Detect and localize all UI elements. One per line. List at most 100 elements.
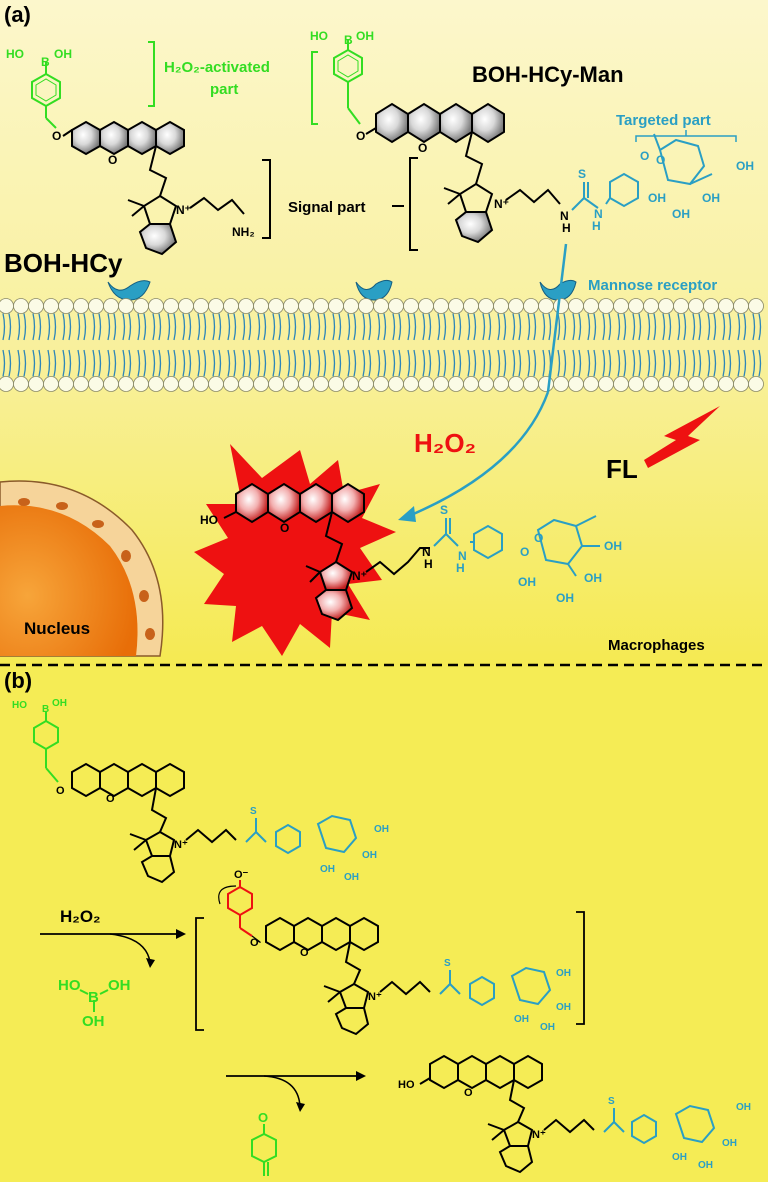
lipid-head <box>373 298 389 314</box>
lipid-head <box>13 376 29 392</box>
lipid-head <box>103 298 119 314</box>
phenol-ho-a: HO <box>200 513 218 527</box>
activated-targeting-group: S N H O O OH OH OH OH <box>433 503 622 605</box>
sugar-oh-a4: OH <box>604 539 622 553</box>
xanthene-o-a: O <box>280 521 289 535</box>
lipid-head <box>313 376 329 392</box>
boronic-b-2: B <box>344 33 353 47</box>
lipid-head <box>223 376 239 392</box>
lipid-head <box>523 376 539 392</box>
lipid-head <box>598 298 614 314</box>
lipid-head <box>688 376 704 392</box>
lipid-head <box>418 298 434 314</box>
entry-arrow-upper <box>546 243 568 393</box>
intermediate-n-plus: N⁺ <box>368 991 382 1003</box>
intermediate-oh-3: OH <box>556 1002 571 1013</box>
thiourea-n2-a: N <box>458 549 467 563</box>
boh-hcy-man-structure: HO B OH O O N⁺ N H S N H <box>310 29 754 244</box>
boric-b: B <box>88 989 99 1006</box>
panel-a-label: (a) <box>4 2 31 27</box>
lipid-head <box>343 298 359 314</box>
sugar-oh-a2: OH <box>556 591 574 605</box>
lipid-head <box>643 298 659 314</box>
intermediate-structure: O⁻ O O N⁺ S OH OH OH OH <box>218 869 571 1036</box>
lipid-head <box>718 376 734 392</box>
lipid-head <box>298 376 314 392</box>
product-oh-1: OH <box>672 1152 687 1163</box>
lipid-head <box>538 376 554 392</box>
boric-ho: HO <box>58 977 81 994</box>
lipid-head <box>718 298 734 314</box>
lipid-head <box>163 376 179 392</box>
lipid-head <box>0 376 14 392</box>
probe-start-structure: HO B OH O O N⁺ S OH OH OH OH <box>12 698 389 884</box>
probe-oh-2: OH <box>344 872 359 883</box>
xanthene-o-2: O <box>418 141 427 155</box>
ether-o-2: O <box>356 129 365 143</box>
receptor-1 <box>107 280 151 301</box>
sugar-o-glycosidic: O <box>640 149 649 163</box>
product-s: S <box>608 1096 615 1107</box>
lipid-head <box>88 376 104 392</box>
receptor-3 <box>539 279 577 301</box>
lipid-head <box>133 298 149 314</box>
probe-s: S <box>250 806 257 817</box>
lipid-head <box>118 298 134 314</box>
cell-membrane <box>0 298 764 392</box>
lipid-head <box>688 298 704 314</box>
reaction-arrowhead-1 <box>176 929 186 939</box>
lipid-head <box>328 298 344 314</box>
quinone-o: O <box>258 1110 268 1125</box>
lipid-head <box>493 376 509 392</box>
targeted-part-label: Targeted part <box>616 112 711 129</box>
lipid-head <box>388 298 404 314</box>
lipid-head <box>583 298 599 314</box>
boh-hcy-man-label: BOH-HCy-Man <box>472 62 624 87</box>
thiourea-h2: H <box>592 219 601 233</box>
lipid-head <box>223 298 239 314</box>
lipid-head <box>193 298 209 314</box>
lipid-head <box>73 376 89 392</box>
intermediate-oh-1: OH <box>514 1014 529 1025</box>
lipid-head <box>703 376 719 392</box>
sugar-oh-1: OH <box>648 191 666 205</box>
boronic-ho-2: HO <box>310 29 328 43</box>
lipid-head <box>268 376 284 392</box>
xanthene-o: O <box>108 153 117 167</box>
boric-acid <box>79 989 109 1012</box>
lipid-head <box>13 298 29 314</box>
product-structure: HO O N⁺ S OH OH OH OH <box>398 1054 751 1174</box>
lipid-head <box>358 298 374 314</box>
boronic-b: B <box>41 55 50 69</box>
n-plus-2: N⁺ <box>494 197 509 211</box>
probe-n-plus: N⁺ <box>174 839 188 851</box>
lipid-head <box>613 298 629 314</box>
h2o2-label-a: H₂O₂ <box>414 428 476 458</box>
phenolate-o: O⁻ <box>234 869 249 881</box>
lipid-head <box>568 376 584 392</box>
lipid-head <box>43 376 59 392</box>
sugar-oh-4: OH <box>736 159 754 173</box>
lipid-head <box>178 376 194 392</box>
activated-fluorophore: HO O N⁺ N H <box>200 482 433 622</box>
intermediate-ether-o: O <box>250 937 259 949</box>
sugar-o-a: O <box>520 545 529 559</box>
lipid-head <box>748 298 764 314</box>
lipid-head <box>553 298 569 314</box>
lipid-head <box>163 298 179 314</box>
macrophages-label: Macrophages <box>608 637 705 654</box>
lipid-head <box>43 298 59 314</box>
thiourea-s-a: S <box>440 503 448 517</box>
product-ho: HO <box>398 1079 415 1091</box>
lipid-head <box>733 298 749 314</box>
boh-hcy-label: BOH-HCy <box>4 248 123 278</box>
lipid-head <box>613 376 629 392</box>
lipid-head <box>433 376 449 392</box>
lipid-head <box>523 298 539 314</box>
product-oh-2: OH <box>698 1160 713 1171</box>
lipid-head <box>508 376 524 392</box>
boric-oh-1: OH <box>108 977 131 994</box>
lipid-head <box>598 376 614 392</box>
sugar-oh-a3: OH <box>584 571 602 585</box>
